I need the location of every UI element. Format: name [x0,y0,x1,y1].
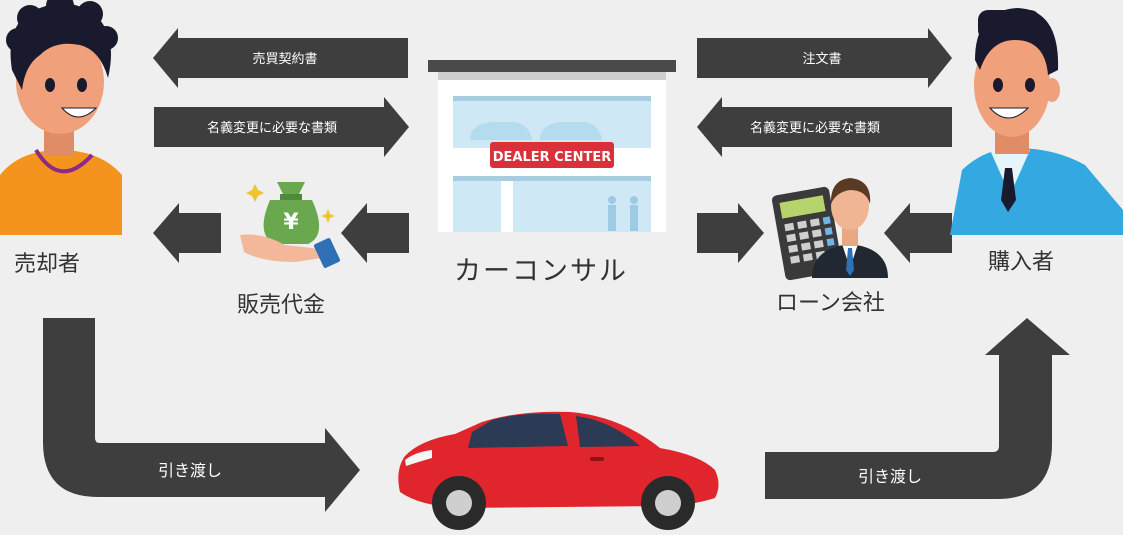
arrow-transfer-docs-buyer-label: 名義変更に必要な書類 [750,120,880,136]
arrow-sales-contract-label: 売買契約書 [252,51,317,67]
arrow-delivery-left: 引き渡し [43,318,360,512]
arrow-delivery-left-label: 引き渡し [158,461,222,480]
arrow-transfer-docs-buyer: 名義変更に必要な書類 [697,97,952,157]
loan-company-label: ローン会社 [776,291,885,316]
loan-company-icon [771,178,888,281]
dealer-building: DEALER CENTER [428,60,676,232]
arrow-sales-contract: 売買契約書 [153,28,408,88]
hand-icon [240,234,323,262]
arrow-delivery-right: 引き渡し [765,318,1070,499]
businessman-icon [812,178,888,278]
arrow-transfer-docs-seller: 名義変更に必要な書類 [154,97,409,157]
arrow-buyer-to-loan [884,203,952,263]
arrow-order-form-label: 注文書 [802,52,841,67]
sparkle-icon [321,209,335,223]
money-bag-icon: ¥ [240,182,340,268]
buyer-label: 購入者 [988,250,1055,275]
arrow-transfer-docs-seller-label: 名義変更に必要な書類 [207,120,337,136]
consultant-label: カーコンサル [454,256,628,287]
dealer-sign [490,142,614,168]
seller-label: 売却者 [14,252,81,277]
buyer-avatar [950,8,1123,235]
sparkle-icon [246,184,264,202]
sale-price-label: 販売代金 [237,293,326,318]
arrow-consultant-to-loan [697,203,764,263]
yen-symbol: ¥ [283,210,299,235]
arrow-order-form: 注文書 [697,28,952,88]
arrow-payment-from-consultant [341,203,409,263]
arrow-delivery-right-label: 引き渡し [858,467,922,486]
dealer-sign-text: DEALER CENTER [493,150,612,165]
arrow-payment-to-seller [153,203,221,263]
car-icon [398,411,719,530]
seller-avatar [0,0,122,235]
